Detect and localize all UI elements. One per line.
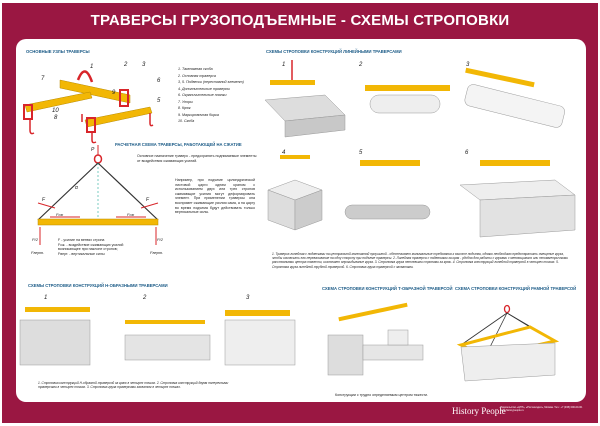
legend-item: 8. Крюк [178, 106, 191, 110]
label-F-right: F [146, 197, 150, 203]
legend-item: Fсж. - воздействие сжимающих усилий возн… [58, 242, 124, 252]
legend-item: 1. Такелажная скоба [178, 67, 213, 71]
page-title: ТРАВЕРСЫ ГРУЗОПОДЪЕМНЫЕ - СХЕМЫ СТРОПОВК… [90, 12, 510, 29]
callout-3: 3 [142, 62, 146, 68]
callout-1: 1 [90, 64, 94, 70]
label-p2-left: P/2 [32, 237, 39, 242]
legend-item: F - усилие на ветвях стропа [58, 238, 105, 242]
legend-item: 6. Ограничительные планки [178, 93, 227, 97]
t-shaped-caption: Конструкции с трудно определяемым центро… [335, 393, 429, 397]
h-shaped-heading: Схемы строповки конструкций Н-образными … [28, 283, 168, 288]
legend-item: 3, 5. Подвески (переставной элемент) [178, 80, 244, 84]
footer-info: Издательство «ЦНТ», «Ростехиздат», Москв… [500, 406, 583, 413]
linear-caption: 1. Траверса линейная с подвесками на цен… [272, 252, 568, 269]
linear-item-3: 3 [466, 62, 470, 68]
callout-2: 2 [124, 62, 128, 68]
traverse-parts-illustration [23, 70, 154, 144]
linear-item-5: 5 [359, 150, 363, 156]
main-parts-heading: Основные узлы траверсы [26, 49, 90, 54]
callout-8: 8 [54, 115, 58, 121]
linear-illustrations [264, 60, 576, 238]
calc-scheme-heading: Расчетная схема траверсы, работающей на … [115, 142, 242, 147]
label-F-left: F [42, 197, 46, 203]
linear-item-4: 4 [282, 150, 286, 156]
legend-item: Fверт. - вертикальные силы [58, 251, 105, 256]
callout-6: 6 [157, 78, 161, 84]
legend-item: 4. Дополнительные траверсы [178, 86, 231, 91]
calc-intro: Основное назначение траверс - предохраня… [137, 154, 257, 163]
frame-heading: Схема строповки конструкций рамной траве… [455, 286, 577, 291]
parts-legend: 1. Такелажная скоба 2. Основная траверса… [178, 66, 258, 125]
calc-legend: F - усилие на ветвях стропа Fсж. - возде… [58, 238, 138, 256]
linear-item-2: 2 [359, 62, 363, 68]
label-fvert-left: Fверт. [31, 250, 45, 255]
callout-9: 9 [112, 90, 116, 96]
callout-5: 5 [157, 98, 161, 104]
calc-scheme-diagram [37, 145, 159, 245]
callout-10: 10 [52, 108, 59, 114]
calc-example: Например, при подъеме цилиндрической лис… [175, 178, 255, 215]
callout-7: 7 [41, 76, 45, 82]
h-item-2: 2 [143, 295, 147, 301]
label-p2-right: P/2 [157, 237, 164, 242]
label-fsj-right: Fсж [127, 212, 135, 217]
label-fsj-left: Fсж [56, 212, 64, 217]
legend-item: 2. Основная траверса [178, 73, 216, 78]
linear-item-1: 1 [282, 62, 286, 68]
h-item-3: 3 [246, 295, 250, 301]
t-shaped-illustration [327, 302, 424, 376]
label-fvert-right: Fверт. [150, 250, 164, 255]
frame-illustration [456, 304, 560, 382]
legend-item: 10. Скоба [178, 119, 195, 123]
linear-heading: Схемы строповки конструкций линейными тр… [266, 49, 402, 54]
linear-item-6: 6 [465, 150, 469, 156]
footer-brand: History People [452, 406, 506, 416]
h-shaped-illustrations [19, 307, 296, 366]
h-item-1: 1 [44, 295, 48, 301]
h-shaped-caption: 1. Строповка конструкций Н-образной трав… [38, 381, 229, 390]
legend-item: 9. Маркировочная бирка [178, 112, 219, 117]
t-shaped-heading: Схема строповки конструкций Т-образной т… [322, 286, 453, 291]
legend-item: 7. Упоры [178, 99, 193, 104]
label-alpha: α [75, 185, 78, 191]
label-P: P [91, 147, 95, 153]
